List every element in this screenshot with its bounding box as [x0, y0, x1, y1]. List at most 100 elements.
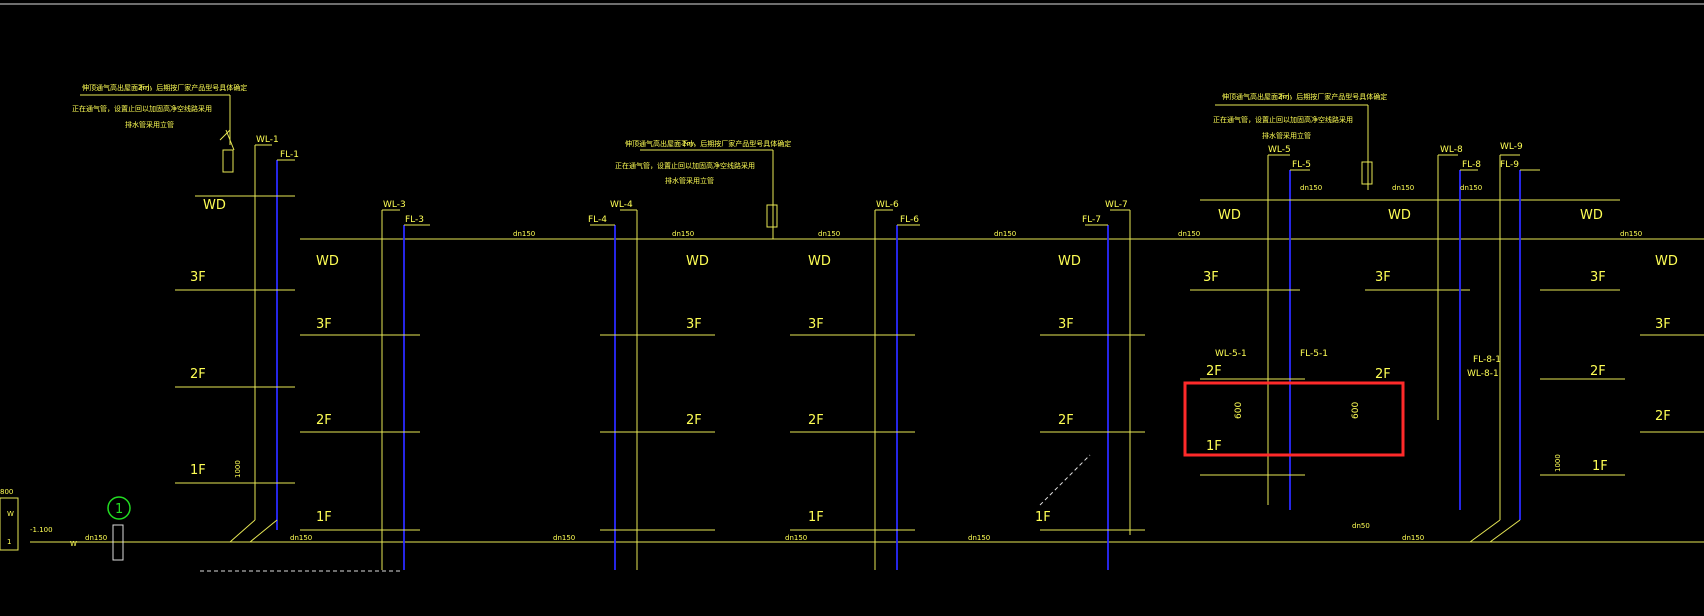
pipe-wl51: WL-5-1 — [1215, 349, 1247, 359]
floor-3f-3: 3F — [686, 317, 702, 332]
dim-w-2: W — [70, 540, 77, 548]
floor-1f-4: 1F — [808, 510, 824, 525]
marker-label: 1 — [115, 502, 123, 517]
floor-wd-4: WD — [808, 254, 831, 269]
dim-800: 800 — [0, 488, 13, 496]
floor-1f-6: 1F — [1206, 439, 1222, 454]
dim-elev: -1.100 — [30, 526, 53, 534]
highlight-box — [1183, 381, 1405, 457]
floor-2f-3: 2F — [686, 413, 702, 428]
floor-1f-8: 1F — [1592, 459, 1608, 474]
floor-2f-8: 2F — [1590, 364, 1606, 379]
note-right-1: 伸顶通气高出屋面不小 — [1222, 92, 1292, 101]
pipe-wl5: WL-5 — [1268, 145, 1291, 155]
dim-dn150-7: dn150 — [1300, 184, 1322, 192]
group-wl1 — [80, 94, 295, 543]
floor-wd-7: WD — [1388, 208, 1411, 223]
floor-2f-9: 2F — [1655, 409, 1671, 424]
dim-dn150-8: dn150 — [1392, 184, 1414, 192]
floor-wd-5: WD — [1058, 254, 1081, 269]
pipe-wl7: WL-7 — [1105, 200, 1128, 210]
pipe-wl9: WL-9 — [1500, 142, 1523, 152]
pipe-fl81: FL-8-1 — [1473, 355, 1501, 365]
pipe-fl7: FL-7 — [1082, 215, 1101, 225]
pipe-wl1: WL-1 — [256, 135, 279, 145]
dim-w: W — [7, 510, 14, 518]
dim-600-1: 600 — [1234, 402, 1244, 419]
pipe-wl81: WL-8-1 — [1467, 369, 1499, 379]
note-right-4: 排水管采用立管 — [1262, 131, 1311, 140]
dim-1000-2: 1000 — [1554, 454, 1562, 472]
floor-3f-8: 3F — [1590, 270, 1606, 285]
group-wl5 — [1190, 104, 1620, 510]
note-right-2: 2m，后期按厂家产品型号具体确定 — [1278, 92, 1387, 101]
floor-2f-7: 2F — [1375, 367, 1391, 382]
pipe-fl51: FL-5-1 — [1300, 349, 1328, 359]
group-wl7 — [1040, 209, 1145, 570]
floor-wd-1: WD — [203, 198, 226, 213]
floor-3f-7: 3F — [1375, 270, 1391, 285]
note-top-left-1: 伸顶通气高出屋面不小 — [82, 83, 152, 92]
dim-dn150-5: dn150 — [1178, 230, 1200, 238]
dashed-line-2 — [1039, 454, 1091, 506]
group-wl3 — [300, 209, 430, 570]
note-top-left-2: 2m，后期按厂家产品型号具体确定 — [138, 83, 247, 92]
dim-dn150-10: dn150 — [85, 534, 107, 542]
dim-dn150-4: dn150 — [994, 230, 1016, 238]
floor-3f-1: 3F — [190, 270, 206, 285]
dim-one: 1 — [7, 538, 11, 546]
pipe-wl4: WL-4 — [610, 200, 633, 210]
dim-dn150-11: dn150 — [290, 534, 312, 542]
group-wl4 — [590, 149, 778, 570]
pipe-fl1: FL-1 — [280, 150, 299, 160]
dim-dn150-1: dn150 — [513, 230, 535, 238]
pipe-wl3: WL-3 — [383, 200, 406, 210]
floor-3f-5: 3F — [1058, 317, 1074, 332]
note-right-3: 正在通气管，设置止回以加固高净空线路采用 — [1213, 115, 1353, 124]
pipe-fl3: FL-3 — [405, 215, 424, 225]
floor-3f-9: 3F — [1655, 317, 1671, 332]
floor-wd-2: WD — [316, 254, 339, 269]
note-top-left-4: 排水管采用立管 — [125, 120, 174, 129]
dim-dn150-15: dn150 — [1402, 534, 1424, 542]
inlet-device — [0, 497, 19, 551]
floor-2f-1: 2F — [190, 367, 206, 382]
pipe-wl8: WL-8 — [1440, 145, 1463, 155]
pipe-wl6: WL-6 — [876, 200, 899, 210]
dim-dn150-3: dn150 — [818, 230, 840, 238]
floor-2f-4: 2F — [808, 413, 824, 428]
dim-1000-1: 1000 — [234, 460, 242, 478]
group-wl8 — [1437, 154, 1704, 543]
floor-1f-2: 1F — [316, 510, 332, 525]
pipe-fl9: FL-9 — [1500, 160, 1519, 170]
note-mid-4: 排水管采用立管 — [665, 176, 714, 185]
note-mid-3: 正在通气管，设置止回以加固高净空线路采用 — [615, 161, 755, 170]
floor-3f-4: 3F — [808, 317, 824, 332]
dim-dn150-6: dn150 — [1620, 230, 1642, 238]
dim-dn150-9: dn150 — [1460, 184, 1482, 192]
floor-2f-2: 2F — [316, 413, 332, 428]
floor-3f-6: 3F — [1203, 270, 1219, 285]
note-mid-2: 2m，后期按厂家产品型号具体确定 — [682, 139, 791, 148]
floor-wd-3: WD — [686, 254, 709, 269]
floor-1f-5: 1F — [1035, 510, 1051, 525]
group-wl6 — [790, 209, 920, 570]
dim-dn150-13: dn150 — [785, 534, 807, 542]
floor-wd-8: WD — [1580, 208, 1603, 223]
dim-dn50-1: dn50 — [1352, 522, 1370, 530]
floor-2f-5: 2F — [1058, 413, 1074, 428]
floor-wd-9: WD — [1655, 254, 1678, 269]
pipe-fl8: FL-8 — [1462, 160, 1481, 170]
note-mid-1: 伸顶通气高出屋面不小 — [625, 139, 695, 148]
note-top-left-3: 正在通气管，设置止回以加固高净空线路采用 — [72, 104, 212, 113]
dim-600-2: 600 — [1351, 402, 1361, 419]
dim-dn150-14: dn150 — [968, 534, 990, 542]
dim-dn150-12: dn150 — [553, 534, 575, 542]
pipe-fl6: FL-6 — [900, 215, 919, 225]
pipe-fl4: FL-4 — [588, 215, 607, 225]
pipe-fl5: FL-5 — [1292, 160, 1311, 170]
marker-circle[interactable] — [107, 496, 131, 520]
dim-dn150-2: dn150 — [672, 230, 694, 238]
floor-1f-1: 1F — [190, 463, 206, 478]
